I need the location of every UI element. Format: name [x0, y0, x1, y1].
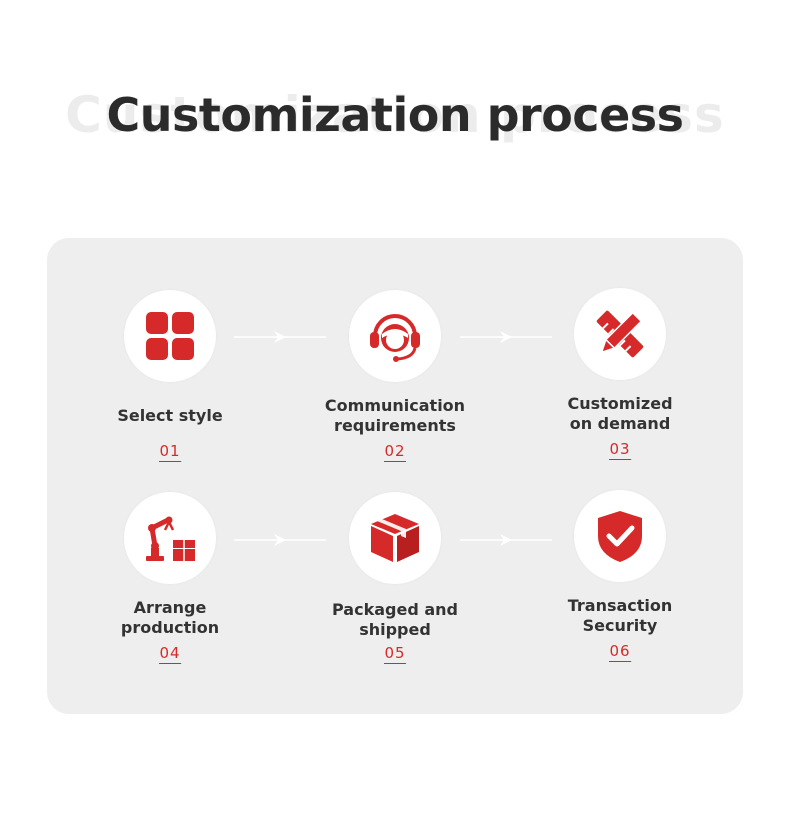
title-block: Customization process Customization proc… [0, 86, 790, 158]
step-icon-circle [349, 290, 441, 382]
step-select-style: Select style 01 [90, 290, 250, 470]
step-label: Communication requirements [324, 396, 466, 435]
grid-icon [146, 312, 194, 360]
package-icon [371, 514, 419, 562]
step-arrange-production: Arrange production 04 [90, 492, 250, 672]
pencil-ruler-icon [596, 310, 644, 358]
step-number: 01 [159, 442, 181, 462]
page-title: Customization process [106, 88, 684, 142]
step-icon-circle [124, 492, 216, 584]
step-icon-circle [124, 290, 216, 382]
step-packaged-shipped: Packaged and shipped 05 [315, 492, 475, 672]
arrow-right-icon [234, 534, 326, 546]
arrow-right-icon [460, 331, 552, 343]
step-number: 05 [384, 644, 406, 664]
step-number: 06 [609, 642, 631, 662]
title-shadow-text: Customization process [65, 86, 725, 144]
step-number: 04 [159, 644, 181, 664]
step-label: Packaged and shipped [332, 600, 458, 639]
step-number: 03 [609, 440, 631, 460]
step-transaction-security: Transaction Security 06 [540, 490, 700, 670]
step-label: Customized on demand [567, 394, 673, 433]
headset-icon [370, 314, 420, 362]
step-communication: Communication requirements 02 [315, 290, 475, 470]
step-icon-circle [574, 490, 666, 582]
step-customized: Customized on demand 03 [540, 288, 700, 468]
arrow-right-icon [234, 331, 326, 343]
step-icon-circle [574, 288, 666, 380]
step-label: Arrange production [120, 598, 220, 637]
step-number: 02 [384, 442, 406, 462]
step-label: Select style [117, 406, 223, 425]
shield-check-icon [598, 511, 642, 562]
step-icon-circle [349, 492, 441, 584]
robot-arm-icon [146, 516, 195, 561]
arrow-right-icon [460, 534, 552, 546]
step-label: Transaction Security [567, 596, 673, 635]
